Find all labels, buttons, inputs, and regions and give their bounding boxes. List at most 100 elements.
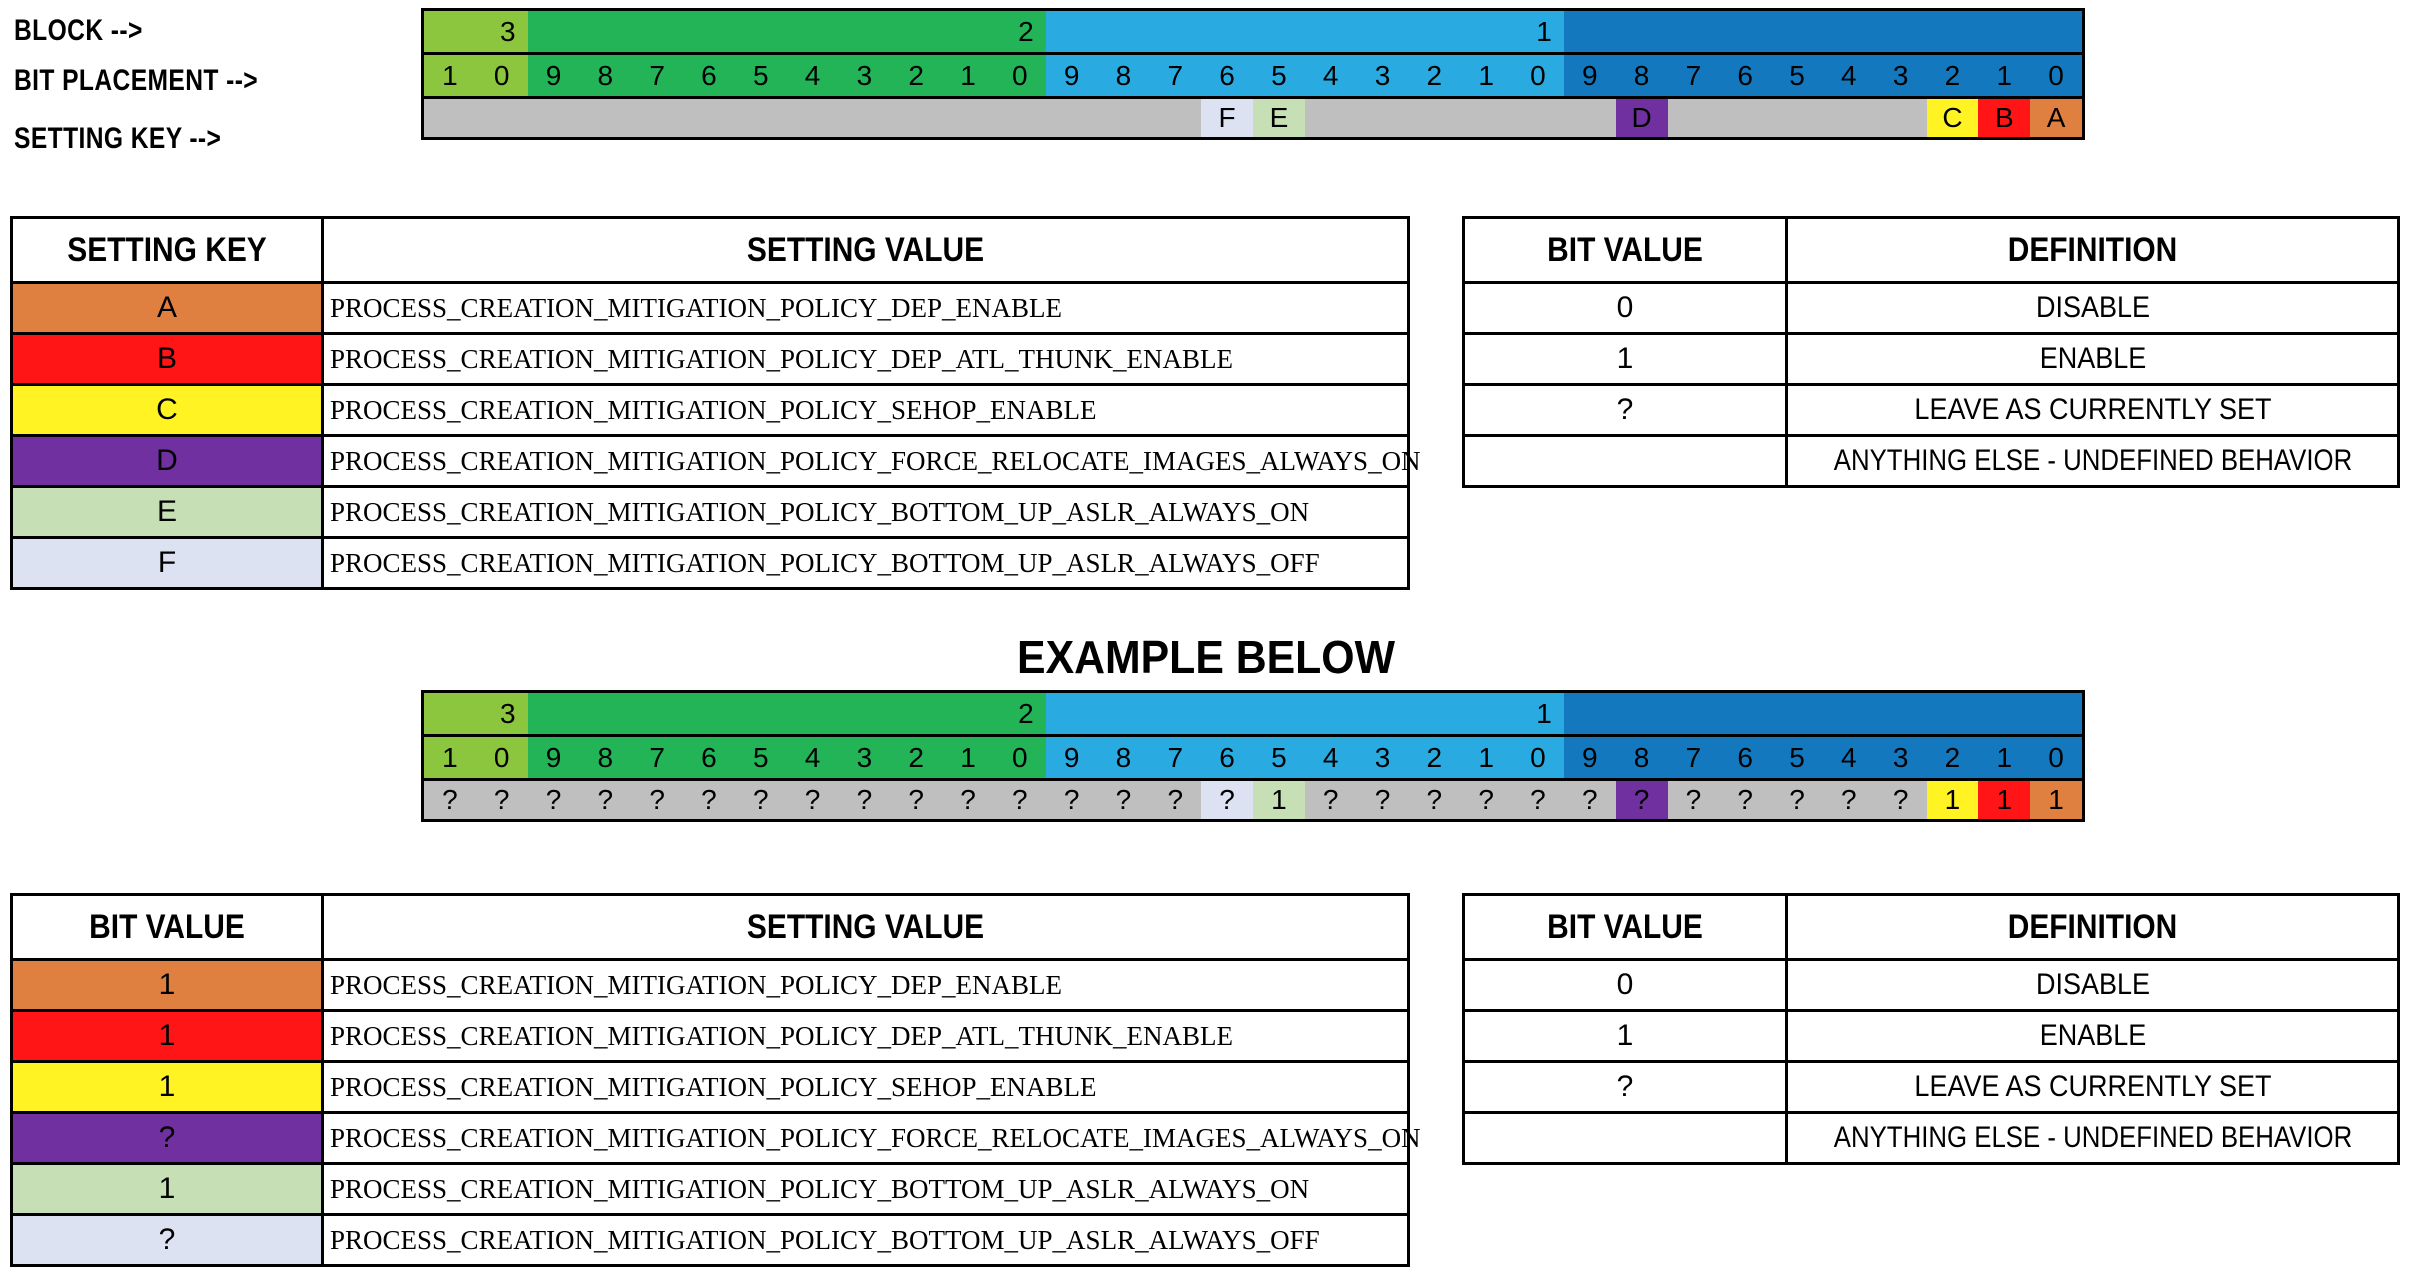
example-row-key-3: ? (10, 1111, 324, 1165)
top-key-cell-25 (1719, 99, 1772, 137)
example-bit-cell-7: 4 (786, 737, 839, 778)
definition-row-2-definition-3: ANYTHING ELSE - UNDEFINED BEHAVIOR (1828, 1111, 2357, 1165)
definition-row-bit-0: 0 (1462, 281, 1788, 335)
example-value-cell-1: ? (475, 781, 528, 819)
top-key-cell-23: D (1615, 99, 1668, 137)
top-bit-cell-0: 1 (424, 55, 476, 96)
example-value-cell-31: 1 (2030, 781, 2082, 819)
top-bit-cell-25: 6 (1719, 55, 1772, 96)
top-key-cell-10 (942, 99, 994, 137)
definition-row-2-bit-0: 0 (1462, 958, 1788, 1012)
top-key-cell-19 (1408, 99, 1461, 137)
example-value-cell-7: ? (786, 781, 839, 819)
top-key-cell-31: A (2030, 99, 2082, 137)
example-bit-cell-21: 0 (1512, 737, 1564, 778)
definition-row-bit-2: ? (1462, 383, 1788, 437)
top-key-cell-17 (1304, 99, 1357, 137)
top-block-3: 3 (424, 11, 528, 52)
top-key-cell-8 (838, 99, 891, 137)
setting-key-row-value-3: PROCESS_CREATION_MITIGATION_POLICY_FORCE… (321, 434, 1421, 488)
top-key-cell-18 (1356, 99, 1409, 137)
example-bit-cell-6: 5 (734, 737, 787, 778)
top-key-cell-30: B (1978, 99, 2031, 137)
example-value-cell-6: ? (734, 781, 787, 819)
top-key-cell-28 (1874, 99, 1927, 137)
table-header-row: BIT VALUE SETTING VALUE (10, 893, 1410, 961)
setting-key-row-key-1: B (10, 332, 324, 386)
definition-row-2-definition-2: LEAVE AS CURRENTLY SET (1815, 1060, 2370, 1114)
setting-key-row-label: SETTING KEY --> (14, 122, 222, 155)
example-bit-cell-22: 9 (1563, 737, 1616, 778)
example-bit-cell-15: 6 (1201, 737, 1253, 778)
top-key-cell-26 (1771, 99, 1823, 137)
top-bit-cell-24: 7 (1667, 55, 1720, 96)
definition-row-definition-0: DISABLE (1815, 281, 2370, 335)
example-bit-cell-9: 2 (890, 737, 943, 778)
top-bit-cell-14: 7 (1149, 55, 1202, 96)
example-value-cell-25: ? (1719, 781, 1772, 819)
top-key-cell-22 (1563, 99, 1616, 137)
example-bit-cell-2: 9 (527, 737, 580, 778)
example-bit-cell-11: 0 (993, 737, 1046, 778)
top-bit-cell-22: 9 (1563, 55, 1616, 96)
example-value-cell-12: ? (1045, 781, 1098, 819)
example-value-cell-24: ? (1667, 781, 1720, 819)
example-value-cell-16: 1 (1253, 781, 1305, 819)
top-key-cell-4 (631, 99, 684, 137)
example-value-cell-28: ? (1874, 781, 1927, 819)
example-value-cell-23: ? (1615, 781, 1668, 819)
top-bit-cell-6: 5 (734, 55, 787, 96)
example-bit-cell-30: 1 (1978, 737, 2031, 778)
example-value-cell-8: ? (838, 781, 891, 819)
example-bit-cell-0: 1 (424, 737, 476, 778)
example-bit-cell-8: 3 (838, 737, 891, 778)
example-value-cell-11: ? (993, 781, 1046, 819)
example-bit-cell-5: 6 (683, 737, 735, 778)
example-row-key-1: 1 (10, 1009, 324, 1063)
top-bit-cell-2: 9 (527, 55, 580, 96)
setting-key-row-value-5: PROCESS_CREATION_MITIGATION_POLICY_BOTTO… (321, 536, 1410, 590)
bit-placement-row-label: BIT PLACEMENT --> (14, 64, 259, 97)
top-block-1: 1 (1045, 11, 1564, 52)
example-bit-cell-16: 5 (1253, 737, 1305, 778)
example-value-cell-29: 1 (1926, 781, 1979, 819)
example-bit-cell-24: 7 (1667, 737, 1720, 778)
top-bit-cell-18: 3 (1356, 55, 1409, 96)
example-bit-cell-13: 8 (1097, 737, 1150, 778)
table-row: ?PROCESS_CREATION_MITIGATION_POLICY_FORC… (10, 1111, 1421, 1165)
example-bit-cell-14: 7 (1149, 737, 1202, 778)
definition-row-definition-1: ENABLE (1815, 332, 2370, 386)
top-block-2: 2 (527, 11, 1046, 52)
example-block-3: 3 (424, 693, 528, 734)
top-key-cell-20 (1460, 99, 1513, 137)
top-bit-cell-8: 3 (838, 55, 891, 96)
table-row: ?PROCESS_CREATION_MITIGATION_POLICY_BOTT… (10, 1213, 1410, 1267)
example-block-1: 1 (1045, 693, 1564, 734)
definition-row-bit-3 (1462, 434, 1788, 488)
top-key-cell-12 (1045, 99, 1098, 137)
top-bit-cell-30: 1 (1978, 55, 2031, 96)
top-bit-cell-5: 6 (683, 55, 735, 96)
example-value-cell-2: ? (527, 781, 580, 819)
top-key-cell-15: F (1201, 99, 1253, 137)
definition-row-2-bit-2: ? (1462, 1060, 1788, 1114)
example-value-cell-9: ? (890, 781, 943, 819)
top-key-cell-3 (579, 99, 632, 137)
top-bit-cell-17: 4 (1304, 55, 1357, 96)
example-value-cell-20: ? (1460, 781, 1513, 819)
top-key-cell-0 (424, 99, 476, 137)
top-key-cell-24 (1667, 99, 1720, 137)
example-bit-cell-10: 1 (942, 737, 994, 778)
example-value-cell-4: ? (631, 781, 684, 819)
